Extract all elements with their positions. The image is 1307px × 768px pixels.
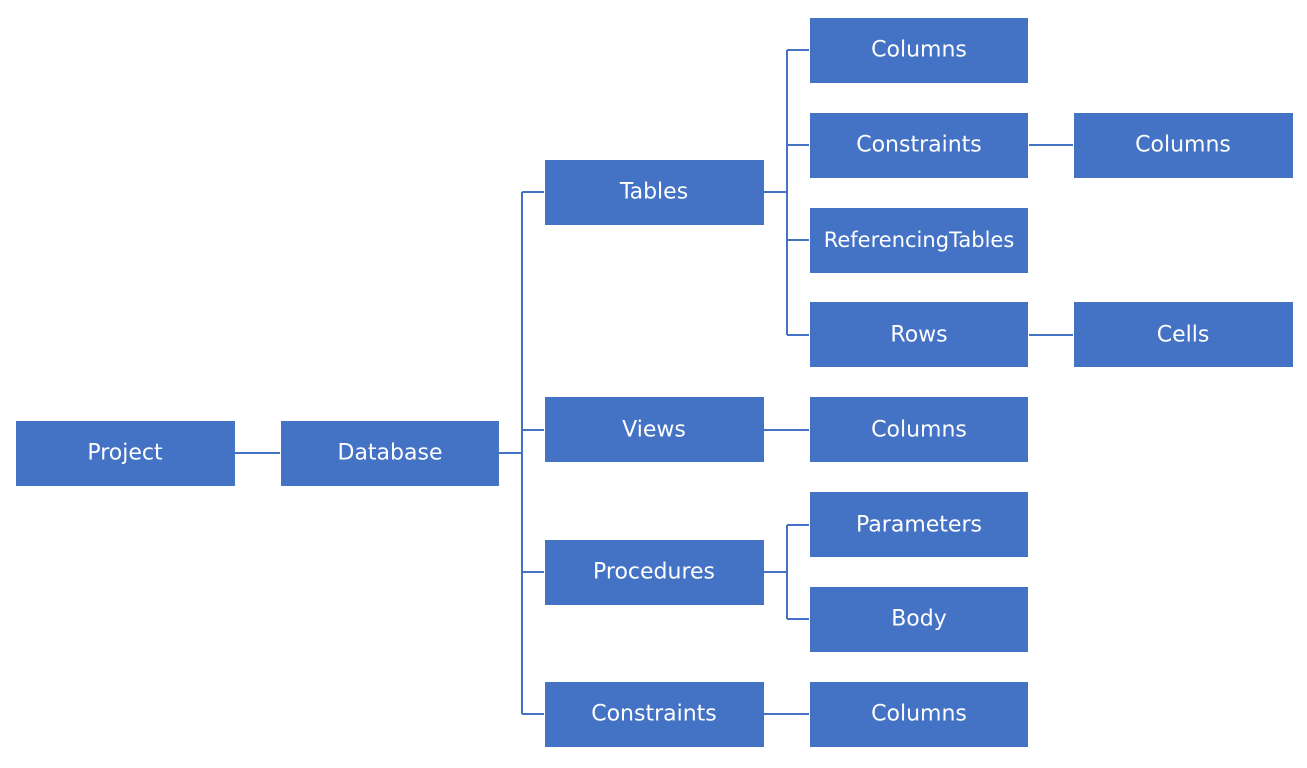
node-label: Columns [871, 418, 967, 443]
node-label: Rows [890, 323, 947, 348]
node-label: Constraints [591, 702, 717, 727]
node-label: Database [338, 441, 443, 466]
node-label: Procedures [593, 560, 715, 585]
node-label: Tables [619, 180, 688, 205]
node-constraints-columns: Columns [810, 682, 1028, 747]
node-label: Columns [871, 702, 967, 727]
node-procedures-body: Body [810, 587, 1028, 652]
node-label: Body [891, 607, 947, 632]
node-views: Views [545, 397, 764, 462]
node-label: ReferencingTables [824, 228, 1015, 252]
node-tables-rows: Rows [810, 302, 1028, 367]
node-procedures: Procedures [545, 540, 764, 605]
node-tables-columns: Columns [810, 18, 1028, 83]
node-constraints: Constraints [545, 682, 764, 747]
node-label: Project [87, 441, 163, 466]
connector-lines [235, 49, 1073, 715]
node-database: Database [281, 421, 499, 486]
node-label: Cells [1157, 323, 1210, 348]
node-tables-constraints: Constraints [810, 113, 1028, 178]
node-procedures-parameters: Parameters [810, 492, 1028, 557]
node-tables-rows-cells: Cells [1074, 302, 1293, 367]
node-tables: Tables [545, 160, 764, 225]
node-project: Project [16, 421, 235, 486]
node-tables-referencing-tables: ReferencingTables [810, 208, 1028, 273]
node-label: Columns [871, 38, 967, 63]
node-label: Views [622, 418, 686, 443]
node-label: Constraints [856, 133, 982, 158]
node-label: Parameters [856, 513, 982, 538]
node-views-columns: Columns [810, 397, 1028, 462]
node-tables-constraints-columns: Columns [1074, 113, 1293, 178]
node-label: Columns [1135, 133, 1231, 158]
